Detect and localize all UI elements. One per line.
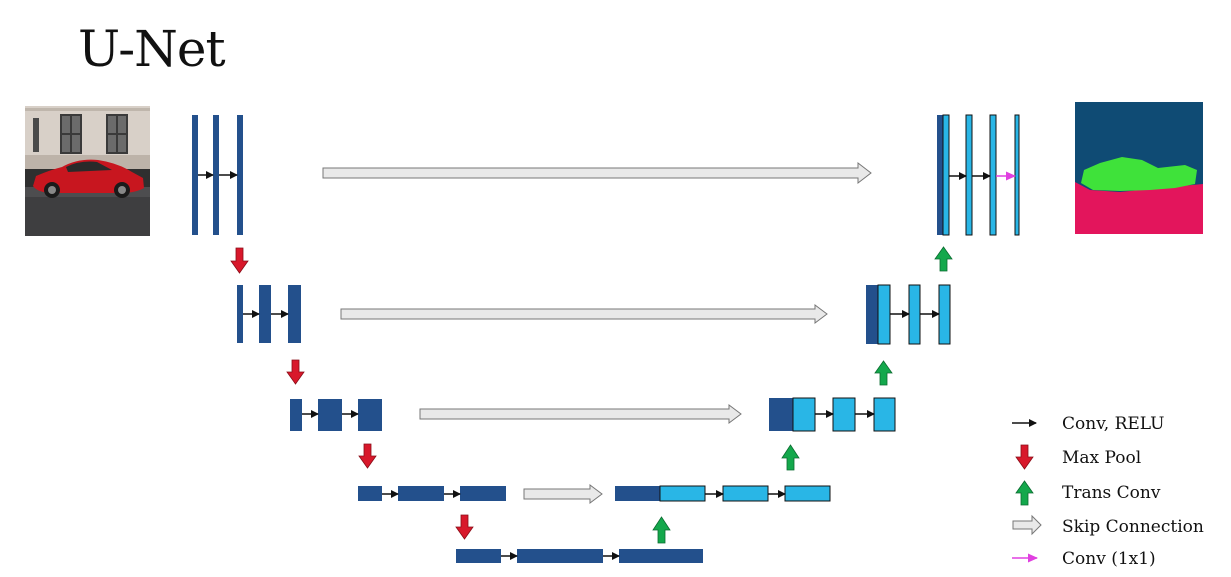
skip-arrow-level1	[322, 161, 872, 185]
output-block	[1014, 114, 1020, 236]
legend-item-skip: Skip Connection	[1012, 514, 1204, 537]
upsampled-block	[659, 485, 706, 502]
legend-label: Skip Connection	[1062, 517, 1204, 537]
feature-block	[288, 285, 301, 343]
trans-conv-arrow	[781, 444, 800, 471]
feature-block	[237, 285, 243, 343]
gray-block-arrow-icon	[1012, 514, 1042, 536]
max-pool-arrow	[358, 443, 377, 469]
skip-connections	[322, 161, 872, 504]
trans-conv-arrow	[874, 360, 893, 386]
trans-conv-arrow	[934, 246, 953, 272]
skip-arrow-level3	[419, 404, 742, 424]
legend-item-conv: Conv, RELU	[1012, 414, 1164, 434]
feature-block	[722, 485, 769, 502]
upsampled-block	[877, 284, 891, 345]
legend-item-transconv: Trans Conv	[1015, 480, 1161, 506]
segmentation-mask-icon	[1075, 102, 1203, 234]
copied-block	[615, 486, 660, 501]
decoder-level-1	[937, 114, 1020, 236]
legend: Conv, RELU Max Pool Trans Conv Skip Conn…	[1012, 414, 1204, 569]
green-up-arrow-icon	[1015, 480, 1034, 506]
feature-block	[965, 114, 973, 236]
feature-block	[832, 397, 856, 432]
page-title: U-Net	[78, 20, 226, 78]
feature-block	[456, 549, 501, 563]
max-pool-arrow	[286, 359, 305, 385]
feature-block	[237, 115, 243, 235]
decoder-level-4	[615, 485, 831, 502]
output-segmentation	[1075, 102, 1203, 234]
legend-label: Conv, RELU	[1062, 414, 1164, 434]
feature-block	[398, 486, 444, 501]
input-image	[25, 106, 150, 236]
copied-block	[769, 398, 793, 431]
legend-item-conv1x1: Conv (1x1)	[1012, 549, 1156, 569]
encoder-level-1	[192, 115, 243, 235]
encoder-level-2	[237, 285, 301, 343]
feature-block	[290, 399, 302, 431]
feature-block	[938, 284, 951, 345]
encoder-level-4	[358, 486, 506, 501]
decoder-level-2	[866, 284, 951, 345]
feature-block	[358, 486, 382, 501]
copied-block	[937, 115, 943, 235]
skip-arrow-level2	[340, 304, 828, 324]
decoder-level-3	[769, 397, 896, 432]
legend-label: Max Pool	[1062, 448, 1141, 468]
feature-block	[873, 397, 896, 432]
legend-label: Trans Conv	[1062, 483, 1161, 503]
feature-block	[358, 399, 382, 431]
legend-item-maxpool: Max Pool	[1015, 444, 1141, 470]
feature-block	[908, 284, 921, 345]
feature-block	[517, 549, 603, 563]
feature-block	[213, 115, 219, 235]
skip-arrow-level4	[523, 484, 603, 504]
max-pool-arrow	[230, 247, 249, 274]
feature-block	[192, 115, 198, 235]
feature-block	[259, 285, 271, 343]
legend-label: Conv (1x1)	[1062, 549, 1156, 569]
car-photo-icon	[25, 106, 150, 236]
feature-block	[619, 549, 703, 563]
feature-block	[784, 485, 831, 502]
trans-conv-arrow	[652, 516, 671, 544]
red-down-arrow-icon	[1015, 444, 1034, 470]
feature-block	[460, 486, 506, 501]
bottleneck	[456, 549, 703, 563]
feature-block	[989, 114, 997, 236]
copied-block	[866, 285, 878, 344]
upsampled-block	[792, 397, 816, 432]
max-pool-arrow	[455, 514, 474, 540]
feature-block	[318, 399, 342, 431]
upsampled-block	[942, 114, 950, 236]
encoder-level-3	[290, 399, 382, 431]
